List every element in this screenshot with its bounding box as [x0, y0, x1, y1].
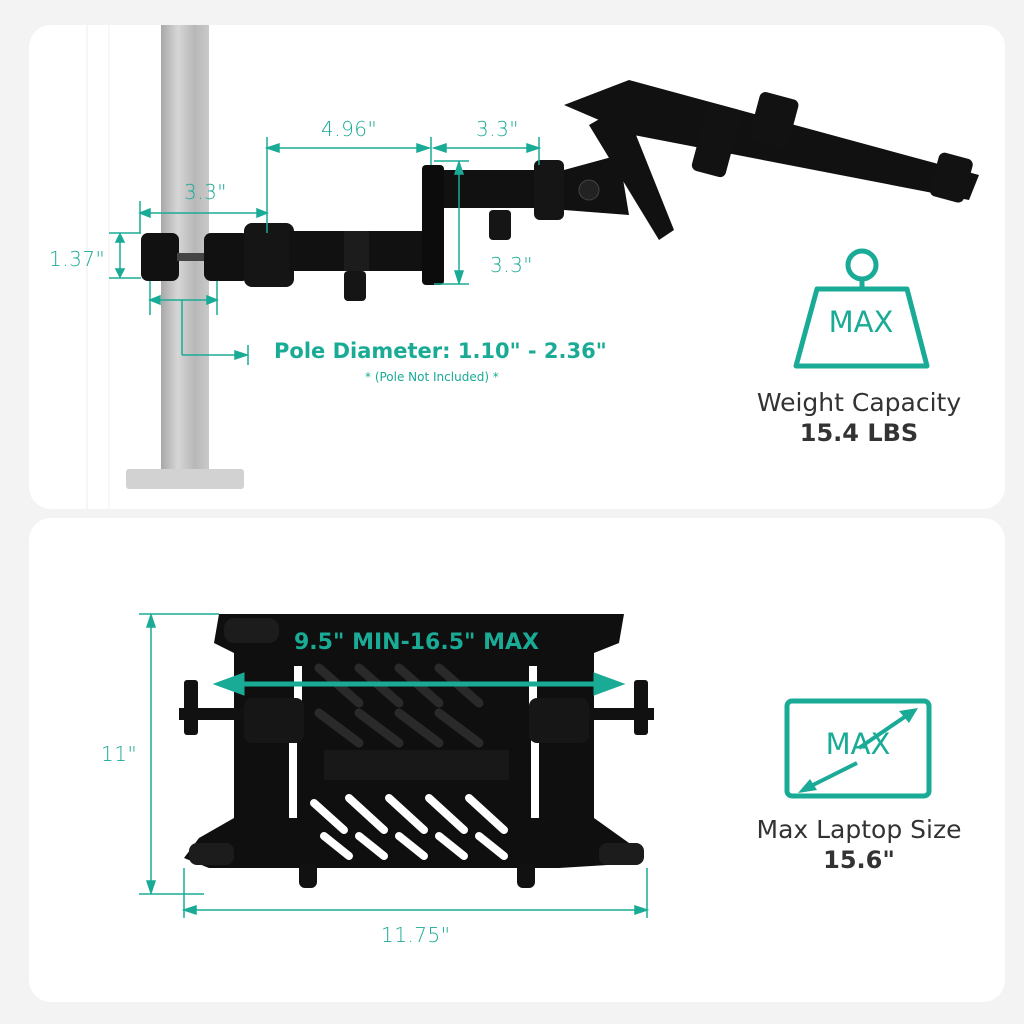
- weight-max-badge: MAX: [828, 305, 894, 339]
- tray-illustration: [139, 612, 932, 918]
- tray-range-label: 9.5" MIN-16.5" MAX: [294, 630, 539, 655]
- laptop-size-icon: [784, 698, 932, 799]
- pole-not-included-note: * (Pole Not Included) *: [365, 370, 499, 384]
- joint-height-dimension: 3.3": [490, 253, 534, 277]
- weight-capacity-label: Weight Capacity: [756, 388, 962, 417]
- clamp-height-dimension: 1.37": [49, 247, 106, 271]
- weight-capacity-value: 15.4 LBS: [799, 419, 919, 447]
- max-laptop-size-value: 15.6": [823, 846, 895, 874]
- tray-height-dimension: 11": [101, 742, 138, 766]
- arm-illustration: [86, 25, 979, 509]
- max-laptop-size-label: Max Laptop Size: [756, 815, 962, 844]
- arm2-length-dimension: 3.3": [476, 117, 520, 141]
- laptop-max-badge: MAX: [825, 727, 891, 761]
- clamp-to-joint-dimension: 3.3": [184, 180, 228, 204]
- tray-dimensions-panel: 9.5" MIN-16.5" MAX 11" 11.75" MAX Max La…: [29, 518, 1005, 1002]
- tray-width-dimension: 11.75": [381, 923, 451, 947]
- weight-icon: [793, 248, 930, 369]
- arm1-length-dimension: 4.96": [321, 117, 378, 141]
- pole-diameter-label: Pole Diameter: 1.10" - 2.36": [274, 339, 607, 363]
- arm-dimensions-panel: 1.37" 3.3" 4.96" 3.3" 3.3" Pole Diameter…: [29, 25, 1005, 509]
